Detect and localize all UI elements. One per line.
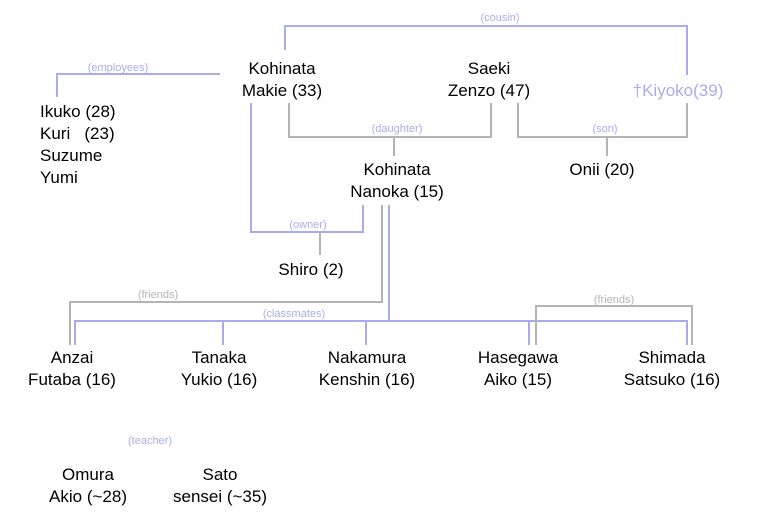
person-shimada: Shimada Satsuko (16) [624,347,720,391]
person-anzai-line2: Futaba (16) [28,370,116,389]
person-nakamura-line2: Kenshin (16) [318,370,416,389]
cousin-line-right [686,25,688,75]
employees-line-top [56,73,220,75]
person-zenzo: Saeki Zenzo (47) [448,58,530,102]
owner-line-down [319,233,321,255]
employee-kuri: Kuri (23) [40,124,115,143]
friends-right-line-left [535,305,537,345]
person-nanoka-line1: Kohinata [363,160,431,179]
owner-line-left [250,103,252,233]
friends-left-line-up [381,205,383,303]
relation-label-friends-right: (friends) [593,294,635,306]
son-line-down [606,136,608,156]
relation-label-friends-left: (friends) [137,289,179,301]
person-onii: Onii (20) [569,159,634,181]
classmates-line-nakamura [365,320,367,345]
daughter-line-down [393,136,395,156]
person-nakamura: Nakamura Kenshin (16) [319,347,415,391]
person-tanaka-line2: Yukio (16) [180,370,258,389]
person-hasegawa-line1: Hasegawa [477,348,559,367]
person-nakamura-line1: Nakamura [327,348,407,367]
daughter-line-left [288,103,290,138]
relation-label-daughter: (daughter) [371,123,423,135]
person-shimada-line1: Shimada [638,348,706,367]
person-sato: Sato sensei (~35) [173,464,267,508]
employee-suzume: Suzume [40,146,103,165]
friends-left-line-top [69,301,383,303]
owner-line-bottom [250,231,364,233]
relation-label-cousin: (cousin) [480,12,520,24]
classmates-line-up [388,205,390,322]
relation-label-son: (son) [592,123,618,135]
person-anzai-line1: Anzai [50,348,94,367]
relation-label-teacher: (teacher) [127,435,173,447]
cousin-line-left [284,25,286,50]
person-makie-line1: Kohinata [248,59,316,78]
son-line-left [517,103,519,138]
cousin-line-top [284,25,688,27]
person-nanoka: Kohinata Nanoka (15) [350,159,444,203]
person-shimada-line2: Satsuko (16) [623,370,721,389]
owner-line-right [362,205,364,233]
person-onii-line1: Onii (20) [569,160,635,179]
pet-shiro: Shiro (2) [278,259,343,281]
person-sato-line1: Sato [202,465,238,484]
classmates-line-anzai [74,320,76,345]
relation-label-owner: (owner) [289,219,327,231]
classmates-line-hasegawa [528,320,530,345]
classmates-line-tanaka [222,320,224,345]
classmates-line-bar [74,320,688,322]
relation-label-employees: (employees) [87,62,149,74]
person-makie-line2: Makie (33) [241,81,323,100]
person-omura-line1: Omura [62,465,114,484]
person-nanoka-line2: Nanoka (15) [350,182,444,201]
person-anzai: Anzai Futaba (16) [28,347,116,391]
son-line-bottom [517,136,688,138]
daughter-line-bottom [288,136,492,138]
friends-right-line-right [691,305,693,345]
person-kiyoko-line1: †Kiyoko(39) [632,81,724,100]
person-makie: Kohinata Makie (33) [242,58,322,102]
person-hasegawa: Hasegawa Aiko (15) [478,347,558,391]
employees-list: Ikuko (28) Kuri (23) Suzume Yumi [40,101,116,189]
person-tanaka-line1: Tanaka [191,348,247,367]
employee-ikuko: Ikuko (28) [40,102,116,121]
classmates-line-shimada [686,320,688,345]
friends-left-line-down [69,301,71,345]
person-sato-line2: sensei (~35) [172,487,268,506]
person-tanaka: Tanaka Yukio (16) [181,347,258,391]
person-zenzo-line2: Zenzo (47) [447,81,531,100]
son-line-right [686,103,688,138]
pet-shiro-line1: Shiro (2) [278,260,344,279]
person-zenzo-line1: Saeki [467,59,511,78]
relation-label-classmates: (classmates) [262,308,326,320]
daughter-line-right [490,103,492,138]
employees-line-down [56,73,58,97]
person-hasegawa-line2: Aiko (15) [483,370,553,389]
employee-yumi: Yumi [40,168,78,187]
friends-right-line-top [535,305,693,307]
person-omura: Omura Akio (~28) [49,464,127,508]
person-kiyoko: †Kiyoko(39) [633,80,724,102]
person-omura-line2: Akio (~28) [49,487,127,506]
